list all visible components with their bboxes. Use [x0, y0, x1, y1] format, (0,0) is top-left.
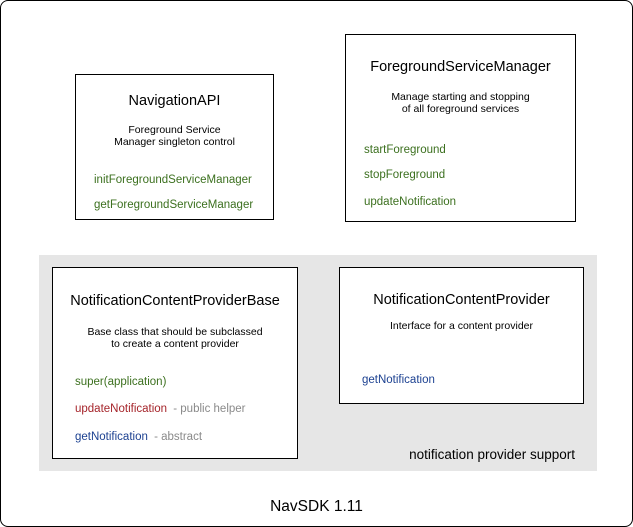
description-line: Interface for a content provider	[390, 320, 533, 332]
method-name: super(application)	[75, 376, 167, 388]
description-line: Manage starting and stopping	[391, 91, 530, 103]
notification-content-provider-base-title: NotificationContentProviderBase	[70, 293, 280, 309]
method-suffix: - abstract	[154, 431, 203, 443]
method-name: updateNotification	[364, 196, 457, 208]
notification-content-provider-box: NotificationContentProvider Interface fo…	[339, 267, 584, 404]
method-name: getNotification	[362, 374, 435, 386]
description-line: Base class that should be subclassed	[87, 326, 263, 338]
navigation-api-description: Foreground Service Manager singleton con…	[76, 124, 273, 148]
notification-content-provider-description: Interface for a content provider	[340, 320, 583, 332]
notification-content-provider-title: NotificationContentProvider	[373, 292, 550, 308]
method-getNotification-abstract: getNotification - abstract	[75, 430, 202, 444]
method-super-application: super(application)	[75, 375, 166, 389]
navigation-api-title: NavigationAPI	[128, 93, 221, 109]
description-line: to create a content provider	[111, 338, 239, 350]
foreground-service-manager-box: ForegroundServiceManager Manage starting…	[345, 34, 576, 222]
method-getForegroundServiceManager: getForegroundServiceManager	[94, 198, 253, 212]
method-suffix: - public helper	[173, 403, 246, 415]
foreground-service-manager-title: ForegroundServiceManager	[370, 59, 551, 75]
method-name: stopForeground	[364, 169, 446, 181]
method-updateNotification-public-helper: updateNotification - public helper	[75, 402, 246, 416]
foreground-service-manager-description: Manage starting and stopping of all fore…	[346, 91, 575, 115]
region-label: notification provider support	[409, 447, 575, 462]
method-name: updateNotification	[75, 403, 168, 415]
method-stopForeground: stopForeground	[364, 168, 445, 182]
method-name: getNotification	[75, 431, 148, 443]
method-name: startForeground	[364, 144, 446, 156]
method-name: initForegroundServiceManager	[94, 174, 252, 186]
description-line: Manager singleton control	[114, 136, 235, 148]
description-line: of all foreground services	[401, 103, 520, 115]
notification-content-provider-base-box: NotificationContentProviderBase Base cla…	[52, 267, 298, 459]
navigation-api-box: NavigationAPI Foreground Service Manager…	[75, 74, 274, 220]
method-initForegroundServiceManager: initForegroundServiceManager	[94, 173, 252, 187]
method-getNotification: getNotification	[362, 373, 435, 387]
diagram-caption: NavSDK 1.11	[270, 498, 363, 515]
method-name: getForegroundServiceManager	[94, 199, 254, 211]
description-line: Foreground Service	[128, 124, 221, 136]
notification-content-provider-base-description: Base class that should be subclassed to …	[53, 326, 297, 350]
method-startForeground: startForeground	[364, 143, 446, 157]
method-updateNotification: updateNotification	[364, 195, 456, 209]
